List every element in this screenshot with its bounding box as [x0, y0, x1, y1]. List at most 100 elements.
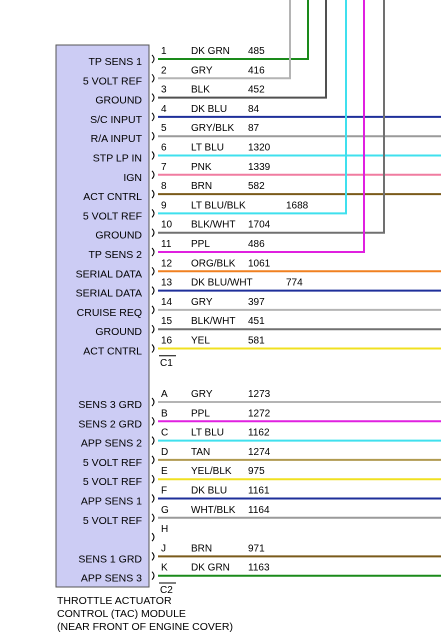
signal-label-C2-D: 5 VOLT REF	[83, 457, 142, 469]
wire-color-C1-6: LT BLU	[191, 143, 224, 154]
pin-number-C1-13: 13	[161, 278, 173, 289]
wire-color-C1-14: GRY	[191, 297, 213, 308]
wire-color-C2-F: DK BLU	[191, 486, 227, 497]
pin-bracket-C1-4	[151, 112, 155, 122]
wire-color-C1-9: LT BLU/BLK	[191, 200, 246, 211]
signal-label-C2-K: APP SENS 3	[81, 573, 142, 585]
pin-number-C1-6: 6	[161, 143, 167, 154]
pin-bracket-C1-11	[151, 247, 155, 257]
wire-C1-11	[158, 0, 365, 253]
pin-bracket-C1-5	[151, 131, 155, 141]
pin-bracket-C1-13	[151, 286, 155, 295]
pin-bracket-C1-3	[151, 93, 155, 102]
circuit-number-C1-2: 416	[248, 65, 265, 76]
signal-label-C1-15: GROUND	[95, 326, 142, 338]
pin-number-C2-A: A	[161, 389, 168, 400]
circuit-number-C1-5: 87	[248, 123, 260, 134]
circuit-number-C1-12: 1061	[248, 258, 271, 269]
circuit-number-C1-14: 397	[248, 297, 265, 308]
pin-number-C1-10: 10	[161, 220, 173, 231]
pin-bracket-C1-16	[151, 344, 155, 353]
circuit-number-C2-C: 1162	[248, 428, 270, 439]
wire-color-C1-13: DK BLU/WHT	[191, 278, 253, 289]
signal-label-C1-4: S/C INPUT	[90, 114, 143, 126]
signal-label-C1-10: GROUND	[95, 230, 142, 242]
pin-number-C2-E: E	[161, 466, 168, 477]
pin-bracket-C1-9	[151, 209, 155, 218]
pin-bracket-C1-15	[151, 324, 155, 334]
pin-number-C1-14: 14	[161, 297, 173, 308]
circuit-number-C1-11: 486	[248, 239, 265, 250]
module-box	[55, 44, 150, 588]
pin-bracket-C1-2	[151, 73, 155, 83]
pin-bracket-C1-14	[151, 305, 155, 315]
circuit-number-C2-J: 971	[248, 543, 265, 554]
pin-number-C1-11: 11	[161, 239, 172, 250]
wire-color-C1-8: BRN	[191, 181, 212, 192]
circuit-number-C1-13: 774	[286, 278, 303, 289]
pin-bracket-C2-H	[151, 532, 155, 542]
circuit-number-C1-3: 452	[248, 85, 265, 96]
pin-number-C2-K: K	[161, 563, 168, 574]
signal-label-C1-5: R/A INPUT	[91, 133, 143, 145]
signal-label-C2-C: APP SENS 2	[81, 438, 142, 450]
wire-color-C1-4: DK BLU	[191, 104, 227, 115]
wire-color-C2-B: PPL	[191, 408, 210, 419]
pin-number-C1-4: 4	[161, 104, 167, 115]
wire-color-C1-3: BLK	[191, 85, 210, 96]
module-name-line-2: CONTROL (TAC) MODULE	[57, 608, 186, 620]
pin-number-C2-F: F	[161, 486, 167, 497]
pin-number-C2-G: G	[161, 505, 169, 516]
signal-label-C2-F: APP SENS 1	[81, 496, 142, 508]
wire-C1-9	[158, 0, 347, 215]
connector-id-C1: C1	[160, 358, 173, 369]
pin-number-C1-12: 12	[161, 258, 173, 269]
wire-color-C1-7: PNK	[191, 162, 212, 173]
signal-label-C1-13: SERIAL DATA	[76, 288, 142, 300]
wire-color-C2-C: LT BLU	[191, 428, 224, 439]
pin-bracket-C1-8	[151, 189, 155, 199]
pin-bracket-C2-C	[151, 436, 155, 445]
pin-bracket-C2-E	[151, 474, 155, 484]
pin-number-C1-7: 7	[161, 162, 167, 173]
pin-bracket-C2-A	[151, 397, 155, 407]
pin-number-C1-9: 9	[161, 200, 167, 211]
wire-color-C2-E: YEL/BLK	[191, 466, 232, 477]
pin-number-C1-15: 15	[161, 316, 173, 327]
circuit-number-C2-A: 1273	[248, 389, 271, 400]
signal-label-C2-B: SENS 2 GRD	[78, 418, 142, 430]
pin-bracket-C2-B	[151, 416, 155, 426]
circuit-number-C1-6: 1320	[248, 143, 271, 154]
circuit-number-C2-E: 975	[248, 466, 265, 477]
wire-color-C2-A: GRY	[191, 389, 213, 400]
signal-label-C2-A: SENS 3 GRD	[78, 399, 142, 411]
pin-bracket-C1-1	[151, 54, 155, 64]
signal-label-C1-3: GROUND	[95, 95, 142, 107]
pin-number-C1-2: 2	[161, 65, 167, 76]
signal-label-C1-8: ACT CNTRL	[83, 191, 142, 203]
signal-label-C2-J: SENS 1 GRD	[78, 553, 142, 565]
pin-number-C1-5: 5	[161, 123, 167, 134]
pin-number-C2-C: C	[161, 428, 168, 439]
wire-layer	[158, 0, 441, 577]
circuit-number-C1-4: 84	[248, 104, 260, 115]
pin-number-C1-16: 16	[161, 336, 173, 347]
pin-bracket-C2-G	[151, 513, 155, 523]
pin-bracket-C2-K	[151, 571, 155, 581]
pin-number-C2-J: J	[161, 543, 166, 554]
signal-label-C1-7: IGN	[123, 172, 142, 184]
wire-color-C1-12: ORG/BLK	[191, 258, 236, 269]
circuit-number-C1-7: 1339	[248, 162, 271, 173]
pin-bracket-C1-12	[151, 266, 155, 276]
circuit-number-C1-10: 1704	[248, 220, 271, 231]
pin-number-C1-3: 3	[161, 85, 167, 96]
wire-color-C1-15: BLK/WHT	[191, 316, 235, 327]
signal-label-C1-11: TP SENS 2	[89, 249, 143, 261]
wire-color-C1-10: BLK/WHT	[191, 220, 235, 231]
signal-label-C2-G: 5 VOLT REF	[83, 515, 142, 527]
signal-label-C1-9: 5 VOLT REF	[83, 210, 142, 222]
circuit-number-C2-F: 1161	[248, 486, 270, 497]
